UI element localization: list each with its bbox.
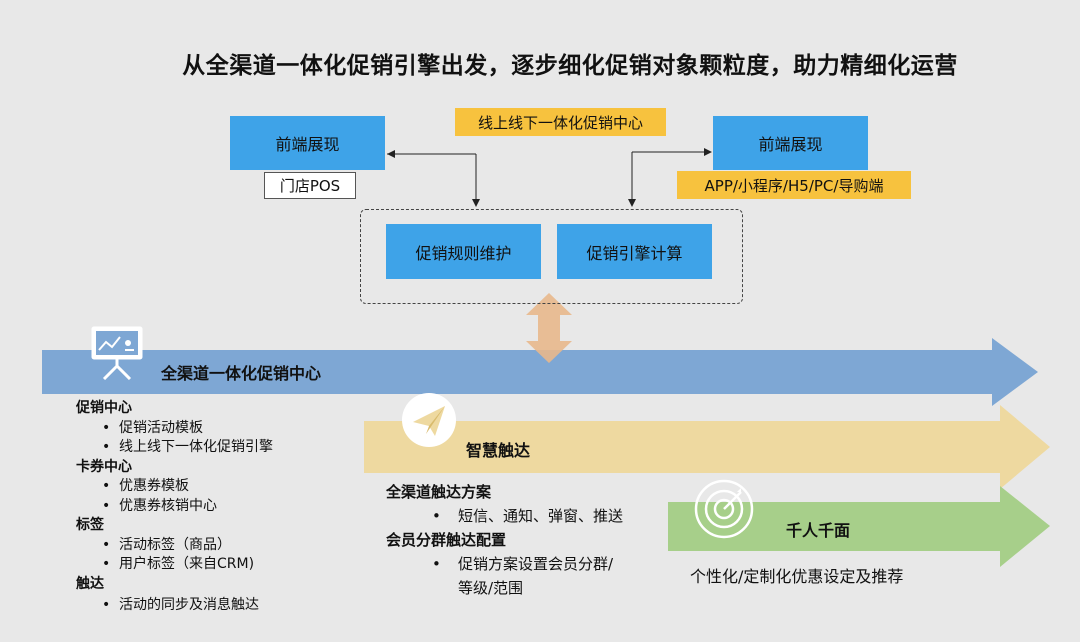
green-caption: 个性化/定制化优惠设定及推荐 (690, 567, 904, 586)
yellow-band-arrow (364, 405, 1050, 489)
list-item: 线上线下一体化促销引擎 (76, 438, 366, 458)
list-item: 优惠券核销中心 (76, 497, 366, 517)
list-item: 活动的同步及消息触达 (76, 594, 366, 616)
list-heading: 会员分群触达配置 (386, 531, 507, 549)
frontend-box-right: 前端展现 (713, 116, 868, 170)
left-feature-list: 促销中心 促销活动模板 线上线下一体化促销引擎 卡券中心 优惠券模板 优惠券核销… (76, 399, 366, 616)
list-item: 用户标签（来自CRM) (76, 555, 366, 575)
green-band-arrow (668, 486, 1050, 567)
store-pos-tag: 门店POS (264, 172, 356, 199)
list-heading: 标签 (76, 517, 104, 533)
middle-feature-list: 全渠道触达方案 短信、通知、弹窗、推送 会员分群触达配置 促销方案设置会员分群/… (386, 480, 666, 600)
page-title: 从全渠道一体化促销引擎出发，逐步细化促销对象颗粒度，助力精细化运营 (182, 53, 958, 79)
target-icon (694, 479, 754, 539)
list-heading: 促销中心 (76, 400, 132, 416)
channels-tag: APP/小程序/H5/PC/导购端 (677, 171, 911, 199)
paper-plane-icon (401, 392, 457, 448)
list-item-continuation: 等级/范围 (458, 579, 524, 597)
list-item: 促销活动模板 (76, 419, 366, 439)
green-band-label: 千人千面 (786, 521, 851, 540)
blue-band-label: 全渠道一体化促销中心 (161, 364, 322, 383)
list-item: 促销方案设置会员分群/ (386, 552, 666, 576)
double-arrow-icon (526, 293, 572, 363)
engine-group (360, 209, 743, 304)
list-heading: 全渠道触达方案 (386, 483, 492, 501)
promo-center-tag: 线上线下一体化促销中心 (455, 108, 666, 136)
blue-band-arrow (42, 338, 1038, 406)
presentation-board-icon (90, 324, 144, 381)
frontend-box-left: 前端展现 (230, 116, 385, 170)
list-item: 优惠券模板 (76, 477, 366, 497)
rule-maintenance-box: 促销规则维护 (386, 224, 541, 279)
yellow-band-label: 智慧触达 (466, 441, 531, 460)
list-item: 活动标签（商品） (76, 536, 366, 556)
list-heading: 卡券中心 (76, 458, 132, 475)
engine-compute-box: 促销引擎计算 (557, 224, 712, 279)
list-item: 短信、通知、弹窗、推送 (386, 504, 666, 528)
list-heading: 触达 (76, 575, 104, 592)
